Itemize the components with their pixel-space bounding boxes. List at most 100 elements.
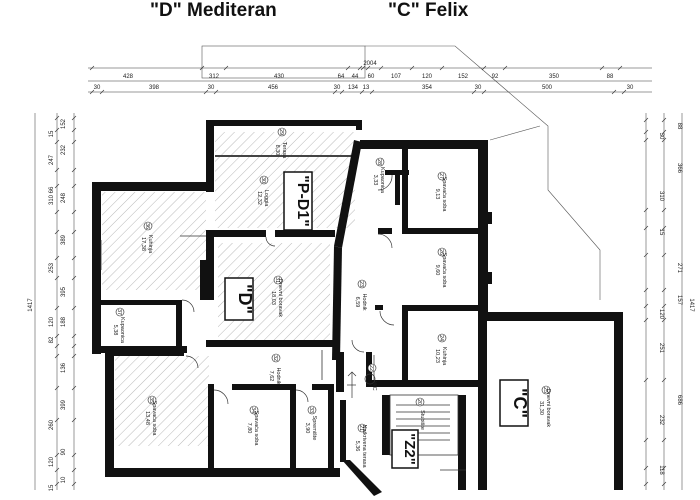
dimension-value: 15	[658, 229, 664, 236]
room-area: 6,59	[354, 297, 360, 308]
dimension-tick	[661, 317, 667, 323]
room-number-circle	[415, 397, 425, 407]
room-name: Hodnik	[275, 367, 281, 384]
room-area: 5,36	[354, 441, 360, 452]
dimension-tick	[71, 139, 77, 145]
dimension-value: 10	[61, 476, 67, 483]
dimension-tick	[643, 437, 649, 443]
left-dimension-lines	[34, 113, 75, 490]
room-name: Spavaća soba	[441, 177, 447, 213]
dimension-tick	[54, 275, 60, 281]
dimension-tick	[502, 65, 508, 71]
room-number-circle	[277, 127, 287, 137]
dimension-value: 44	[352, 74, 359, 80]
dimension-tick	[643, 252, 649, 258]
room-number: 36	[144, 223, 150, 229]
title-felix: "C" Felix	[388, 0, 469, 21]
top-dimension-ticks	[89, 65, 627, 95]
dimension-tick	[661, 117, 667, 123]
dimension-tick	[357, 65, 363, 71]
room-area: 17,38	[140, 237, 146, 251]
room-name: Kupaonica	[379, 167, 385, 194]
dimension-tick	[71, 115, 77, 121]
room-number-circle	[367, 363, 377, 373]
room-area: 7,80	[246, 423, 252, 434]
dimension-tick	[643, 377, 649, 383]
dimension-value: 247	[49, 154, 55, 165]
thin-partitions	[100, 235, 466, 471]
room-number-circle	[307, 405, 317, 415]
unit-label-d: "D"	[235, 284, 255, 314]
dimension-value: 1417	[28, 298, 34, 312]
room-number-circle	[437, 171, 447, 181]
dimension-tick	[643, 117, 649, 123]
room-name: WC	[371, 381, 377, 390]
dimension-value: 251	[658, 343, 664, 354]
dimension-tick	[643, 137, 649, 143]
dimension-value: 30	[334, 85, 341, 91]
unit-label-c: "C"	[510, 388, 530, 418]
dimension-tick	[339, 89, 345, 95]
dimension-value: 310	[658, 191, 664, 202]
dimension-tick	[71, 481, 77, 487]
room-number: 33	[308, 407, 314, 413]
dimension-tick	[71, 275, 77, 281]
dimension-tick	[481, 65, 487, 71]
room-number-circle	[259, 175, 269, 185]
dimension-tick	[360, 65, 366, 71]
dimension-value: 107	[391, 74, 402, 80]
dimension-value: 30	[208, 85, 215, 91]
room-number-circle	[437, 333, 447, 343]
dimension-value: 395	[61, 286, 67, 297]
room-name: Spremište	[311, 416, 317, 441]
dimension-value: 136	[61, 362, 67, 373]
room-number-circle	[437, 247, 447, 257]
right-dimension-ticks	[643, 117, 667, 487]
dimension-tick	[643, 481, 649, 487]
dimension-tick	[199, 65, 205, 71]
dimension-tick	[661, 377, 667, 383]
dimension-tick	[611, 89, 617, 95]
dimension-value: 64	[338, 74, 345, 80]
dimension-value: 428	[123, 74, 134, 80]
room-name: Spavaća soba	[441, 253, 447, 289]
dimension-tick	[471, 89, 477, 95]
dimension-value: 157	[676, 295, 682, 306]
dimension-tick	[71, 167, 77, 173]
dimension-tick	[643, 303, 649, 309]
dimension-tick	[661, 129, 667, 135]
roof-outline	[201, 45, 601, 300]
dimension-value: 134	[348, 85, 359, 91]
room-area: 5,38	[112, 325, 118, 336]
dimension-value: 66	[49, 186, 55, 193]
room-number: 25	[542, 387, 548, 393]
dimension-value: 15	[49, 130, 55, 137]
dimension-tick	[661, 137, 667, 143]
dimension-tick	[89, 89, 95, 95]
dimension-tick	[71, 255, 77, 261]
dimension-tick	[71, 183, 77, 189]
dimension-value: 152	[458, 74, 469, 80]
dimension-tick	[661, 437, 667, 443]
dimension-tick	[54, 452, 60, 458]
dimension-value: 354	[422, 85, 433, 91]
dimension-tick	[378, 65, 384, 71]
room-name: Terasa	[281, 142, 287, 159]
dimension-tick	[99, 89, 105, 95]
dimension-value: 120	[49, 456, 55, 467]
dimension-value: 253	[49, 262, 55, 273]
dimension-tick	[54, 481, 60, 487]
room-number-circle	[357, 279, 367, 289]
room-name: Dnevni boravak	[277, 279, 283, 317]
dimension-value: 152	[61, 118, 67, 129]
dimension-tick	[661, 465, 667, 471]
dimension-tick	[345, 65, 351, 71]
dimension-tick	[54, 417, 60, 423]
dimension-value: 389	[61, 234, 67, 245]
room-number: 32	[272, 355, 278, 361]
dimension-top-total: 2004	[363, 61, 377, 67]
title-mediteran: "D" Mediteran	[150, 0, 277, 21]
